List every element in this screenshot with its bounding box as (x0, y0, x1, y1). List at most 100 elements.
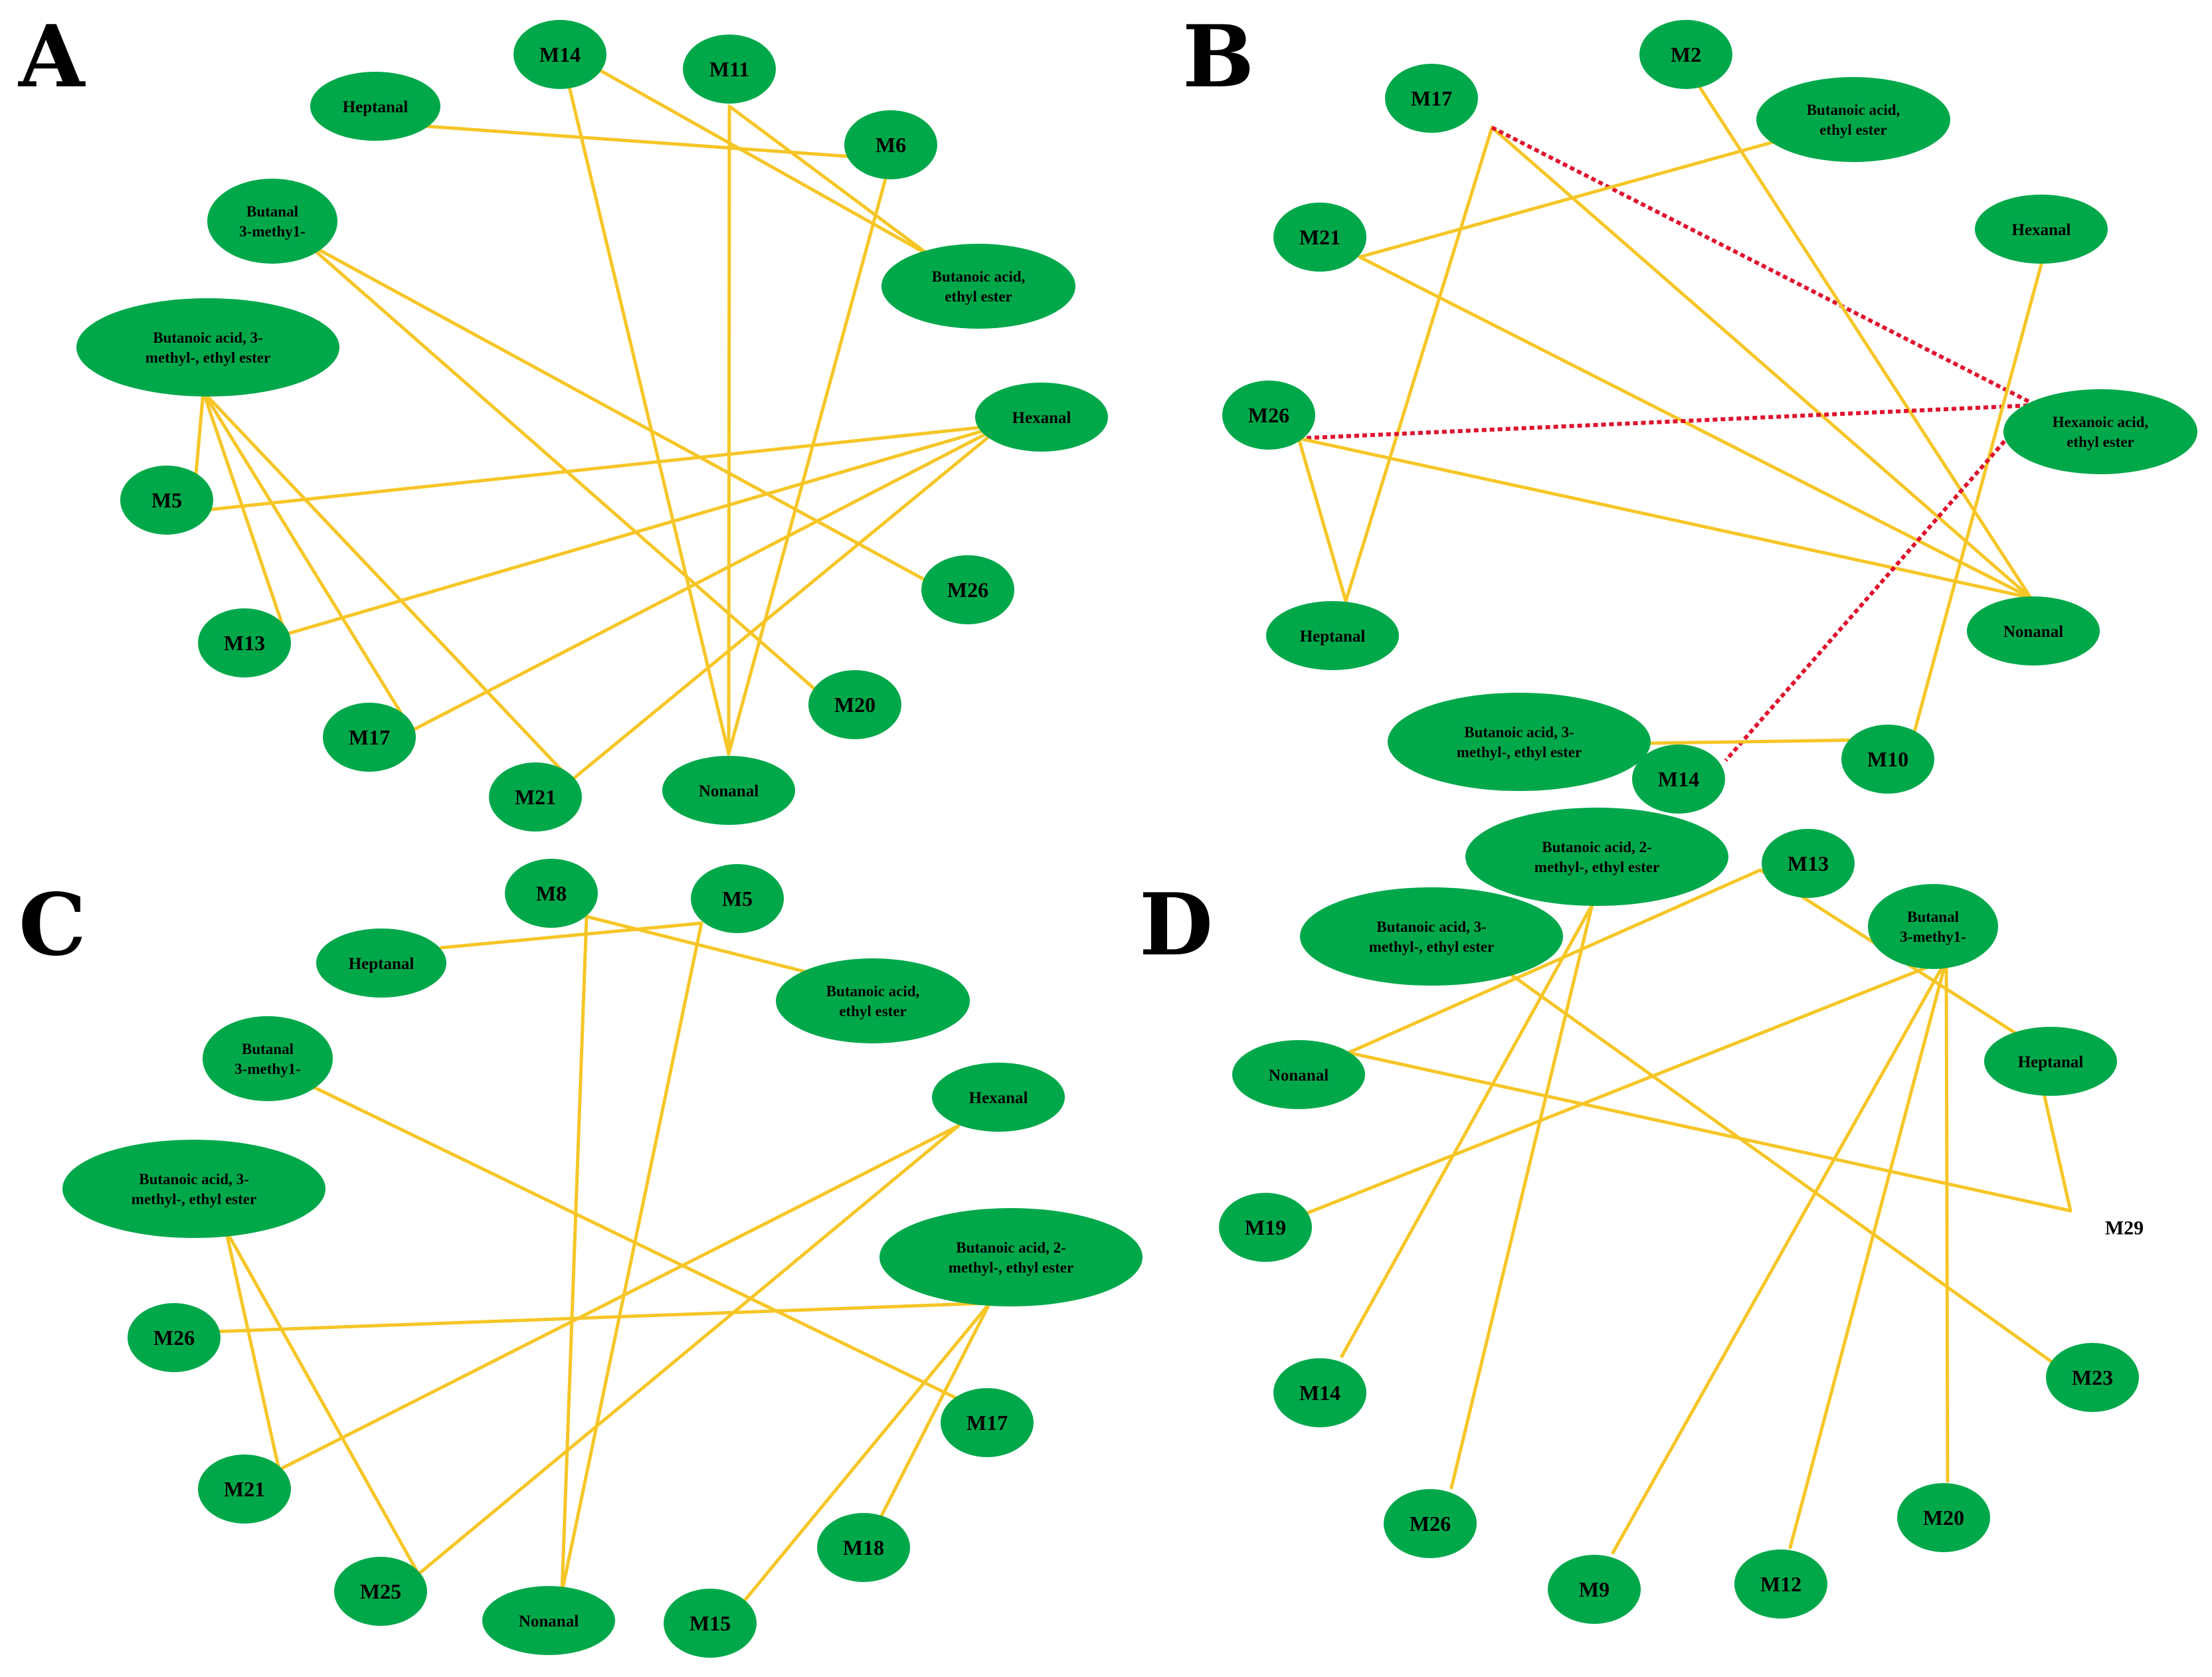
node-ellipse (662, 756, 795, 825)
node-but2me: Butanoic acid, 2-methyl-, ethyl ester (1465, 808, 1728, 906)
node-ellipse (198, 608, 291, 677)
positive-edge-m14-butethyl (558, 46, 932, 258)
positive-edge-m11-butethyl (727, 104, 932, 258)
node-m6: M6 (844, 110, 937, 179)
positive-edge-m8-nonanal (560, 915, 589, 1594)
node-label: Hexanal (1012, 409, 1071, 427)
node-label: 3-methy1- (234, 1061, 301, 1077)
node-ellipse (310, 72, 440, 141)
node-label: M21 (515, 785, 556, 809)
node-ellipse (128, 1303, 221, 1372)
node-ellipse (1384, 1489, 1477, 1558)
node-label: 3-methy1- (1900, 928, 1966, 945)
positive-edge-but2me-m18 (877, 1301, 992, 1523)
node-label: M19 (1245, 1215, 1286, 1239)
node-m25: M25 (334, 1557, 427, 1626)
panel-letter-c: C (19, 875, 86, 975)
positive-edge-but2me-m26 (213, 1301, 992, 1334)
node-label: Butanoic acid, 3- (153, 329, 262, 346)
node-ellipse (1300, 887, 1563, 986)
node-ellipse (120, 466, 213, 535)
node-m12: M12 (1734, 1549, 1827, 1619)
node-ellipse (76, 298, 339, 397)
node-ellipse (1984, 1027, 2117, 1096)
node-label: M17 (349, 725, 390, 749)
node-label: ethyl ester (1819, 122, 1887, 138)
node-hexethyl: Hexanoic acid,ethyl ester (2003, 389, 2197, 474)
node-label: M17 (967, 1411, 1008, 1435)
node-ellipse (513, 20, 606, 89)
positive-edge-hexanal-m25 (416, 1124, 961, 1576)
node-label: M25 (360, 1579, 401, 1603)
node-ellipse (1975, 195, 2108, 264)
node-nonanal: Nonanal (1232, 1040, 1365, 1109)
node-m11: M11 (683, 35, 776, 104)
node-m14: M14 (513, 20, 606, 89)
node-ellipse (1219, 1193, 1312, 1262)
node-label: M14 (1658, 767, 1699, 791)
node-label: M15 (690, 1611, 731, 1635)
node-ellipse (2046, 1343, 2139, 1412)
node-label: Heptanal (2018, 1053, 2084, 1071)
node-ellipse (203, 1016, 333, 1101)
positive-edge-but2me-m14 (1340, 903, 1594, 1358)
node-m5: M5 (691, 864, 784, 933)
node-label: methyl-, ethyl ester (1457, 744, 1582, 760)
positive-edge-but3me-m13 (201, 390, 288, 636)
node-m29: M29 (2105, 1217, 2144, 1239)
node-m26: M26 (128, 1303, 221, 1372)
node-label: M12 (1760, 1572, 1801, 1596)
node-label: M26 (1248, 403, 1289, 427)
node-m26: M26 (1384, 1489, 1477, 1558)
positive-edge-m6-nonanal (727, 157, 893, 756)
positive-edge-hexanal-m5 (191, 423, 1005, 513)
node-m10: M10 (1841, 725, 1934, 794)
node-ellipse (921, 555, 1014, 624)
node-m9: M9 (1548, 1555, 1641, 1624)
node-m8: M8 (505, 859, 598, 928)
negative-edge-m26-hexethyl (1298, 403, 2037, 440)
node-ellipse (1222, 381, 1315, 450)
node-label: M26 (947, 578, 988, 602)
node-ellipse (683, 35, 776, 104)
positive-edge-butanal3-m26 (304, 240, 935, 586)
node-m20: M20 (808, 670, 901, 739)
node-label: M9 (1579, 1577, 1610, 1601)
node-label: Hexanal (969, 1089, 1028, 1107)
node-m21: M21 (198, 1455, 291, 1524)
node-ellipse (817, 1513, 910, 1582)
node-label: M14 (539, 43, 581, 66)
node-ellipse (1756, 77, 1950, 162)
node-label: ethyl ester (945, 288, 1012, 305)
positive-edge-butanal3-m20 (304, 240, 822, 696)
node-ellipse (316, 928, 446, 998)
positive-edge-m14-nonanal (558, 46, 731, 756)
positive-edge-hexanal-m13 (284, 423, 1005, 636)
node-m17: M17 (323, 703, 416, 772)
positive-edge-m26-heptanal (1297, 436, 1348, 603)
node-ellipse (1639, 20, 1732, 89)
node-ellipse (505, 859, 598, 928)
node-m19: M19 (1219, 1193, 1312, 1262)
node-label: M14 (1299, 1381, 1340, 1405)
node-label: M20 (834, 693, 876, 717)
node-ellipse (1385, 64, 1478, 133)
node-m20: M20 (1897, 1483, 1990, 1552)
node-m15: M15 (664, 1589, 757, 1658)
node-ellipse (932, 1063, 1065, 1132)
node-label: Heptanal (349, 955, 415, 973)
node-ellipse (881, 244, 1075, 329)
node-label: Heptanal (1300, 628, 1366, 646)
node-m2: M2 (1639, 20, 1732, 89)
node-label: M8 (536, 881, 567, 905)
node-m21: M21 (1273, 203, 1366, 272)
node-ellipse (1273, 203, 1366, 272)
node-heptanal: Heptanal (1266, 601, 1399, 670)
node-label: M21 (224, 1477, 265, 1501)
node-label: M5 (151, 488, 182, 512)
positive-edge-but2me-m26 (1449, 903, 1594, 1490)
